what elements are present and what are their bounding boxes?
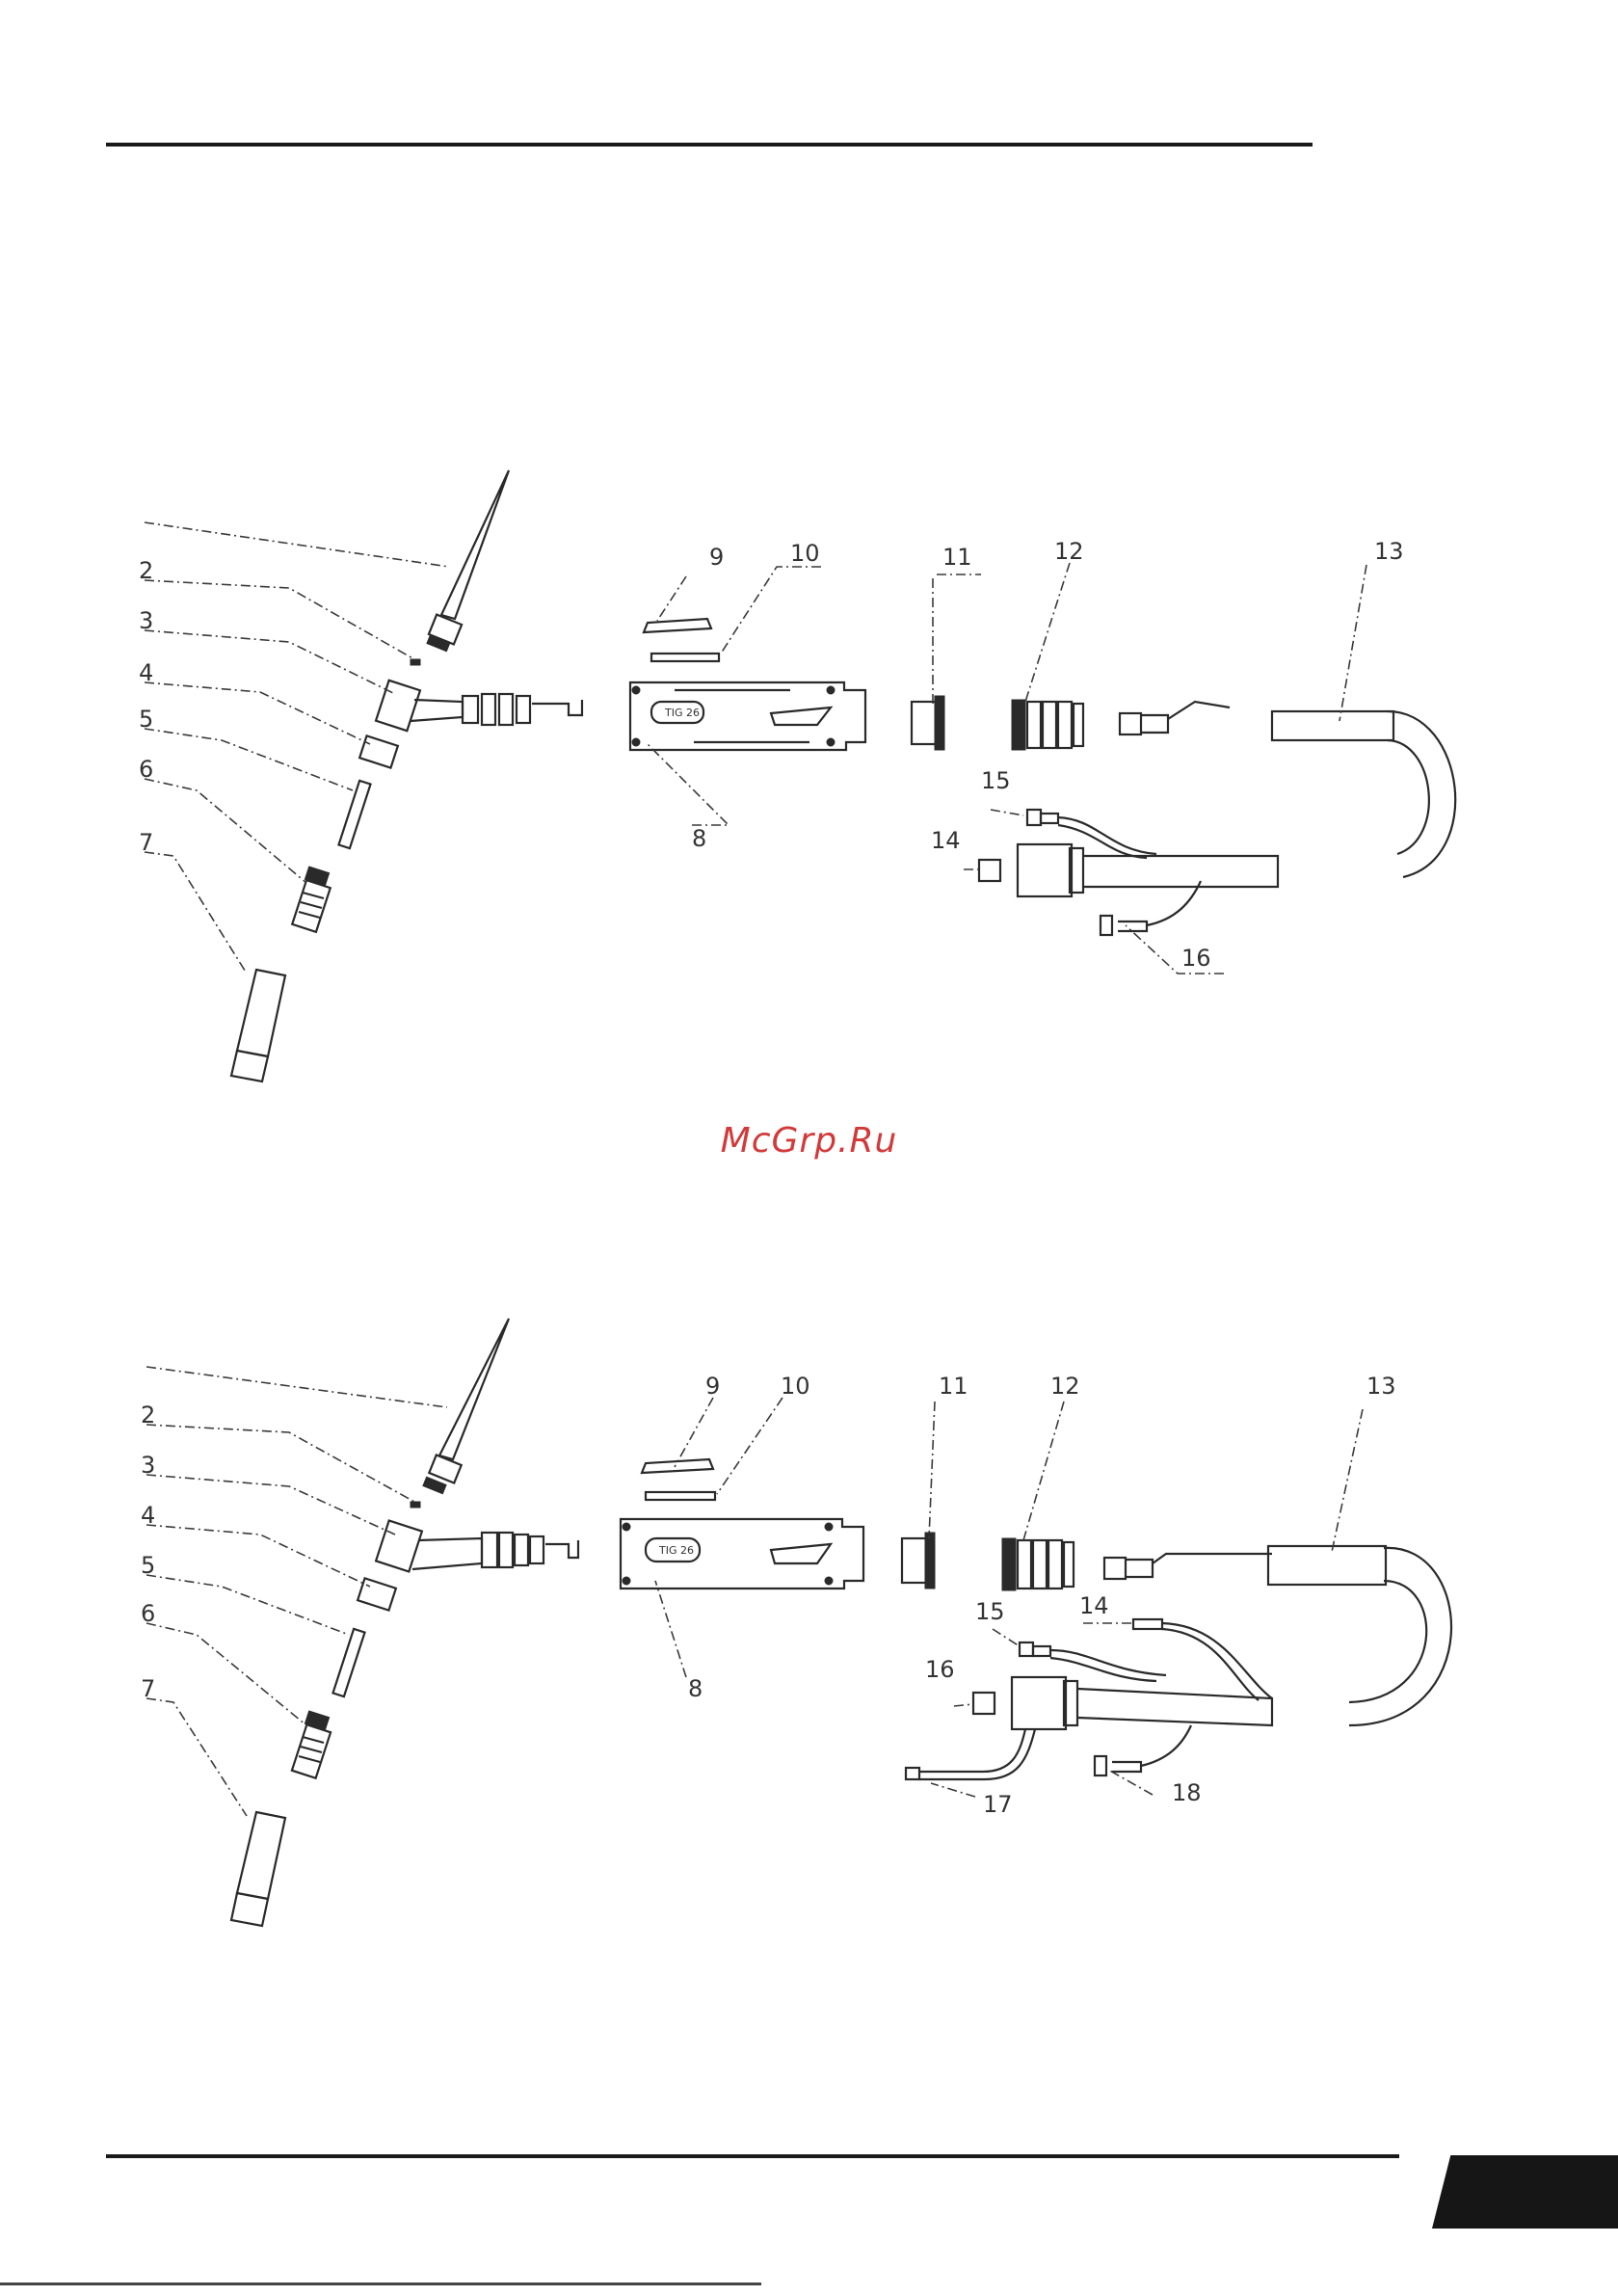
part-insulator (358, 1578, 396, 1610)
bottom-edge-line (0, 2283, 761, 2285)
callout-4: 4 (141, 1502, 155, 1529)
callout-13: 13 (1366, 1373, 1396, 1400)
part-nozzle (231, 1812, 285, 1926)
callout-6: 6 (141, 1600, 155, 1627)
part-o-ring (411, 1502, 420, 1508)
callout-10: 10 (781, 1373, 810, 1400)
part-handle: TIG 26 (621, 1519, 863, 1589)
part-o-ring (411, 659, 420, 665)
callout-11: 11 (939, 1373, 968, 1400)
callout-8: 8 (692, 825, 706, 852)
callout-3: 3 (139, 607, 153, 634)
part-switch (644, 619, 711, 632)
callout-4: 4 (139, 659, 153, 686)
part-spring (1002, 1538, 1074, 1590)
callout-2: 2 (139, 557, 153, 584)
callout-2: 2 (141, 1402, 155, 1428)
callout-10: 10 (790, 540, 820, 567)
part-torch-head (376, 681, 582, 731)
part-control-cable (1133, 1619, 1272, 1700)
part-gas-cable (906, 1729, 1035, 1779)
callout-18: 18 (1172, 1779, 1202, 1806)
part-power-plug (973, 1677, 1272, 1729)
callout-5: 5 (141, 1552, 155, 1579)
part-collet (338, 781, 370, 848)
part-collet-body (292, 1711, 331, 1778)
callout-11: 11 (942, 544, 972, 571)
part-power-plug (979, 844, 1278, 896)
footer-rule (106, 2154, 1399, 2158)
callout-3: 3 (141, 1452, 155, 1479)
part-nozzle (231, 970, 285, 1081)
callout-16: 16 (1181, 945, 1211, 972)
part-insulator (359, 735, 398, 767)
part-fitting (1120, 702, 1230, 734)
part-gas-connector (1095, 1725, 1191, 1775)
torch-diagram-top: TIG 26 (0, 453, 1618, 1089)
callout-8: 8 (688, 1675, 703, 1702)
callout-17: 17 (983, 1791, 1013, 1818)
part-rear-insulator (912, 696, 944, 750)
callout-7: 7 (141, 1675, 155, 1702)
part-gas-connector (1101, 881, 1201, 935)
callout-16: 16 (925, 1656, 955, 1683)
part-control-connector (1027, 810, 1156, 858)
callout-14: 14 (931, 827, 961, 854)
watermark: McGrp.Ru (0, 1121, 1618, 1161)
torch-diagram-bottom: TIG 26 (0, 1301, 1618, 1937)
callout-12: 12 (1050, 1373, 1080, 1400)
handle-tag: TIG 26 (664, 707, 700, 719)
part-hose (1272, 711, 1455, 877)
callout-14: 14 (1079, 1592, 1109, 1619)
part-rear-insulator (902, 1533, 935, 1589)
header-rule (106, 143, 1313, 147)
page-number-tab (1432, 2155, 1618, 2229)
part-collet (332, 1629, 364, 1696)
part-collet-body (292, 867, 331, 932)
callout-15: 15 (981, 767, 1011, 794)
handle-tag: TIG 26 (658, 1544, 694, 1557)
part-control-connector (1020, 1642, 1166, 1681)
part-torch-head (376, 1521, 578, 1572)
part-switch-cover (646, 1492, 715, 1500)
part-hose (1104, 1546, 1451, 1725)
callout-12: 12 (1054, 538, 1084, 565)
callout-6: 6 (139, 756, 153, 783)
callout-13: 13 (1374, 538, 1404, 565)
callout-9: 9 (705, 1373, 720, 1400)
callout-5: 5 (139, 706, 153, 733)
callout-7: 7 (139, 829, 153, 856)
part-handle: TIG 26 (630, 682, 865, 750)
part-switch-cover (651, 654, 719, 661)
callout-15: 15 (975, 1598, 1005, 1625)
part-back-cap (427, 470, 509, 652)
callout-9: 9 (709, 544, 724, 571)
part-spring (1012, 700, 1083, 750)
